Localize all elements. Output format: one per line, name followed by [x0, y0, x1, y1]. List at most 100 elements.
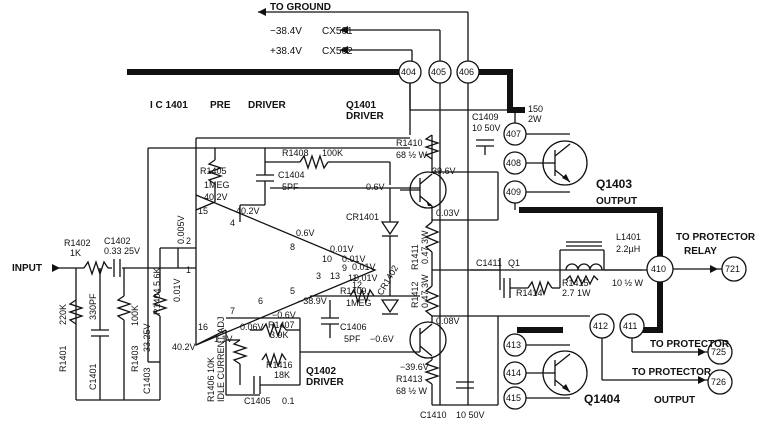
v-0-6: 0.6V: [366, 182, 385, 192]
v-0-6-b: 0.6V: [296, 228, 315, 238]
c1405-label: C1405: [244, 396, 271, 406]
cx501-label: CX501: [322, 26, 353, 37]
svg-text:412: 412: [593, 321, 608, 331]
r1402-value: 1K: [70, 248, 81, 258]
c1402-label: C1402: [104, 236, 131, 246]
pin-12: 12: [352, 280, 362, 290]
q1401-role: DRIVER: [346, 111, 385, 122]
svg-text:414: 414: [506, 368, 521, 378]
svg-text:407: 407: [506, 129, 521, 139]
q1403-role: OUTPUT: [596, 196, 637, 207]
cr1402-diode: [380, 299, 400, 315]
r1411-value: 0.47 3W: [420, 230, 430, 264]
c1401-label: C1401: [88, 363, 98, 390]
q1402-transistor: [409, 321, 447, 359]
v-0-01-c: 0.01V: [352, 262, 376, 272]
r1401-label: R1401: [58, 345, 68, 372]
svg-text:408: 408: [506, 158, 521, 168]
r1410-label: R1410: [396, 138, 423, 148]
node-726: 726: [707, 369, 733, 395]
q1401-transistor: [400, 171, 447, 209]
pin-10: 10: [322, 254, 332, 264]
v-0-01-a: 0.01V: [330, 244, 354, 254]
c1409-capacitor: [476, 139, 494, 155]
pin-1: 1: [186, 265, 191, 275]
pin-7: 7: [230, 306, 235, 316]
svg-text:726: 726: [711, 377, 726, 387]
pin-9: 9: [342, 263, 347, 273]
v-neg-38-9: −38.9V: [298, 296, 327, 306]
c1405-value: 0.1: [282, 396, 295, 406]
cr1402-label: CR1402: [375, 263, 400, 297]
pin-16: 16: [198, 322, 208, 332]
node-407: 407: [503, 122, 527, 146]
node-406: 406: [456, 60, 480, 84]
q1-label: Q1: [508, 258, 520, 268]
node-412: 412: [589, 313, 615, 339]
cr1401-diode: [380, 188, 400, 296]
v-neg-39-6: −39.6V: [400, 362, 429, 372]
c1406-value: 5PF: [344, 334, 361, 344]
q1402-role: DRIVER: [306, 377, 345, 388]
c1406-label: C1406: [340, 322, 367, 332]
v-0-005: 0.005V: [176, 215, 186, 244]
c1404-value: 5PF: [282, 182, 299, 192]
ic-driver: DRIVER: [248, 100, 287, 111]
svg-text:721: 721: [725, 264, 740, 274]
v-40-2-top: 40.2V: [204, 192, 228, 202]
node-413: 413: [503, 333, 527, 357]
v-0-01-d: 0.01V: [354, 273, 378, 283]
cx502-label: CX502: [322, 46, 353, 57]
r1407-label: R1407: [268, 320, 295, 330]
q1401-name: Q1401: [346, 100, 376, 111]
svg-text:410: 410: [651, 264, 666, 274]
to-protector-relay-2: RELAY: [684, 246, 717, 257]
node-409: 409: [503, 180, 527, 204]
r1412-value: 0.47 3W: [420, 274, 430, 308]
ic-pre: PRE: [210, 100, 231, 111]
r1415-value: 2.7 1W: [562, 288, 591, 298]
svg-text:725: 725: [711, 347, 726, 357]
r1406-label: R1406 10K: [206, 357, 216, 402]
bias-network: [195, 287, 420, 396]
r1412-label: R1412: [410, 281, 420, 308]
r1415-label: R1415: [562, 278, 589, 288]
v-0-06: 0.06V: [240, 322, 264, 332]
r1414-label: R1414: [516, 288, 543, 298]
r1407-value: 3.9K: [270, 330, 289, 340]
v-1-1: 1.1V: [214, 334, 233, 344]
r1405-label: R1405: [200, 166, 227, 176]
r1402-label: R1402: [64, 238, 91, 248]
v-0-01-b: 0.01V: [342, 254, 366, 264]
node-410: 410: [646, 255, 674, 283]
r1415-watt: 10 ½ W: [612, 278, 644, 288]
cr1401-label: CR1401: [346, 212, 379, 222]
input-stage: [52, 247, 196, 401]
q1404-transistor: [542, 350, 588, 396]
r1416-label: R1416: [266, 360, 293, 370]
l1401-value: 2.2µH: [616, 244, 640, 254]
v-33-25: 33.25V: [142, 323, 152, 352]
r1409-value: 1MEG: [346, 298, 372, 308]
r1405-value: 1MEG: [204, 180, 230, 190]
q1403-name: Q1403: [596, 177, 632, 191]
output-network: [470, 241, 650, 298]
v-neg-0-6-b: −0.6V: [272, 310, 296, 320]
svg-text:411: 411: [623, 321, 637, 331]
q1403-transistor: [542, 140, 588, 186]
cap-150-watt: 2W: [528, 114, 542, 124]
svg-text:406: 406: [459, 67, 474, 77]
supply-leads: [258, 8, 469, 62]
node-408: 408: [503, 151, 527, 175]
node-411: 411: [619, 313, 645, 339]
q1402-name: Q1402: [306, 366, 336, 377]
to-protector-relay-1: TO PROTECTOR: [676, 232, 756, 243]
svg-text:413: 413: [506, 340, 521, 350]
pin-5: 5: [290, 286, 295, 296]
node-725: 725: [707, 339, 733, 365]
to-protector-725-label: TO PROTECTOR: [650, 339, 730, 350]
cx501-voltage: −38.4V: [270, 26, 302, 37]
c1410-value: 10 50V: [456, 410, 485, 420]
c1402-value: 0.33 25V: [104, 246, 140, 256]
c1404-label: C1404: [278, 170, 305, 180]
